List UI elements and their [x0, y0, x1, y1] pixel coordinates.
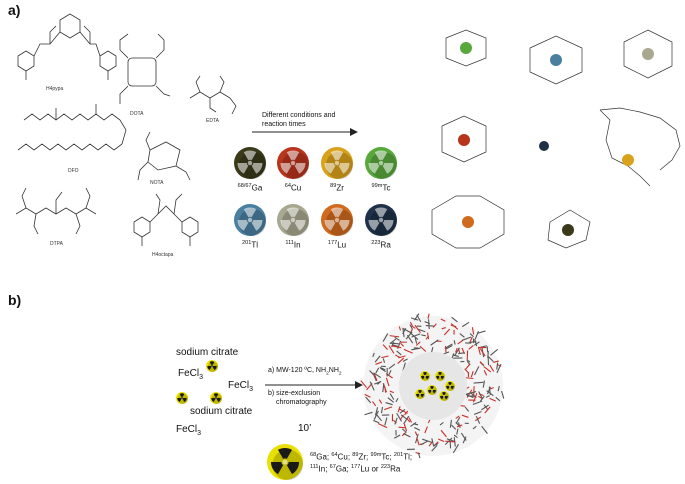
large-radiation-badge	[267, 444, 304, 481]
condition-line-2: b) size-exclusion	[268, 390, 321, 397]
label-dfo: DFO	[68, 168, 79, 174]
core-badge-3	[427, 385, 437, 395]
isotope-label-ra: 223Ra	[371, 240, 391, 250]
product-complexes	[431, 29, 681, 249]
isotope-badge-lu	[321, 204, 353, 236]
isotope-badge-zr	[321, 147, 353, 179]
isotope-label-lu: 177Lu	[327, 240, 347, 250]
isotope-badges	[234, 147, 397, 236]
edta-structure	[189, 75, 237, 115]
isotope-label-in: 111In	[285, 240, 301, 250]
reagent-fecl3-3: FeCl3	[176, 424, 202, 437]
isotope-label-zr: 89Zr	[330, 183, 344, 193]
reagent-fecl3-1: FeCl3	[178, 368, 204, 381]
label-h4pypa: H4pypa	[46, 86, 64, 92]
isotope-badge-ra	[365, 204, 397, 236]
reagent-fecl3-2: FeCl3	[228, 380, 254, 393]
isotope-badge-in	[277, 204, 309, 236]
h4pypa-structure	[17, 13, 117, 80]
label-dota: DOTA	[130, 111, 144, 117]
arrow-caption-line-2: reaction times	[262, 121, 306, 128]
small-badge-0	[206, 360, 218, 372]
dfo-structure	[17, 104, 127, 151]
isotope-label-cu: 64Cu	[284, 183, 302, 193]
complex-metal-centers	[458, 42, 654, 236]
small-badge-2	[210, 392, 222, 404]
reaction-time: 10’	[298, 423, 312, 434]
complex-center-ga	[562, 224, 574, 236]
reagent-sodium-citrate-1: sodium citrate	[176, 347, 239, 358]
big-badge	[267, 444, 304, 481]
reaction-arrow-a	[252, 128, 358, 136]
complex-center-tc	[460, 42, 472, 54]
isotope-badge-cu	[277, 147, 309, 179]
label-nota: NOTA	[150, 180, 164, 186]
reaction-arrow-b	[265, 381, 363, 389]
core-badge-4	[415, 389, 425, 399]
core-badge-0	[420, 371, 430, 381]
isotope-label-tl: 201Tl	[241, 240, 258, 250]
isotope-list-line-1: 68Ga; 64Cu; 89Zr; 99mTc; 201Tl;	[310, 452, 413, 462]
label-dtpa: DTPA	[50, 241, 63, 247]
complex-center-zr	[622, 154, 634, 166]
arrow-caption-line-1: Different conditions and	[262, 112, 336, 119]
reagent-sodium-citrate-2: sodium citrate	[190, 406, 253, 417]
panel-b-label: b)	[8, 292, 22, 308]
dtpa-structure	[15, 187, 97, 235]
core-badge-2	[445, 381, 455, 391]
isotope-badge-ga	[234, 147, 266, 179]
complex-center-cu	[458, 134, 470, 146]
label-h4octapa: H4octapa	[152, 252, 174, 258]
nanoparticle-core-badges	[415, 371, 455, 401]
nanoparticle-bonds	[360, 313, 505, 459]
isotope-label-ga: 68/67Ga	[237, 183, 263, 193]
isotope-list-line-2: 111In; 67Ga; 177Lu or 223Ra	[310, 464, 401, 474]
small-radiation-badges	[176, 360, 222, 404]
core-badge-5	[439, 391, 449, 401]
nanoparticle	[360, 313, 505, 459]
h4octapa-structure	[133, 193, 199, 246]
complex-center-in	[642, 48, 654, 60]
condition-line-1: a) MW-120 ºC, NH2NH2	[268, 367, 342, 377]
nota-structure	[137, 131, 191, 181]
complex-center-tl	[550, 54, 562, 66]
isotope-label-tc: 99mTc	[371, 183, 391, 193]
condition-line-3: chromatography	[276, 399, 327, 406]
isotope-badge-tl	[234, 204, 266, 236]
complex-center-lu	[462, 216, 474, 228]
dota-structure	[119, 33, 171, 104]
complex-center-ra	[539, 141, 549, 151]
isotope-badge-tc	[365, 147, 397, 179]
small-badge-1	[176, 392, 188, 404]
core-badge-1	[435, 371, 445, 381]
label-edta: EDTA	[206, 118, 219, 124]
panel-a-drawing	[15, 13, 681, 249]
panel-a-label: a)	[8, 2, 21, 18]
